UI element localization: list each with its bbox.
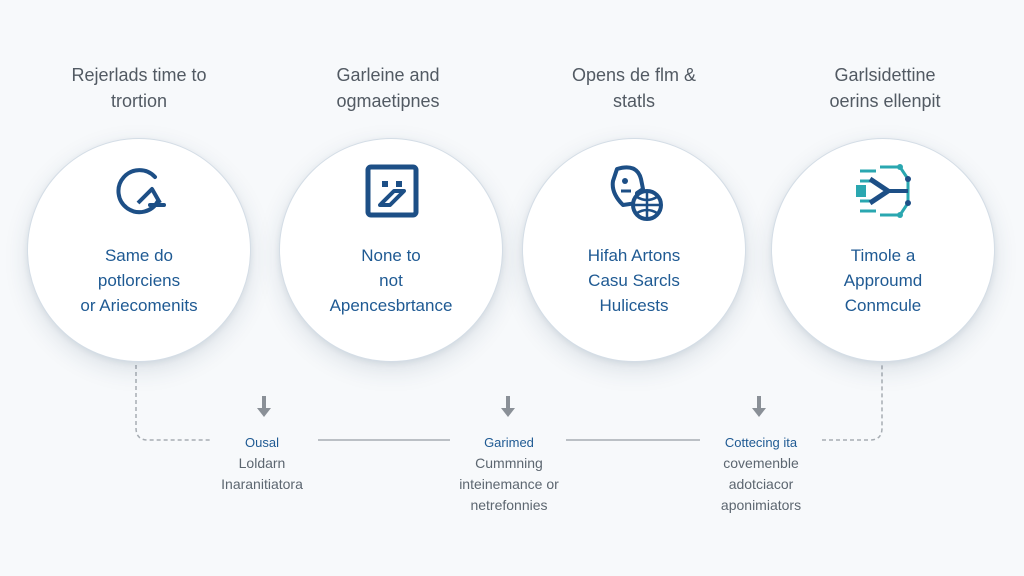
circular-arrow-icon xyxy=(116,168,166,215)
flow-note: Garimed Cummning inteinemance or netrefo… xyxy=(459,435,559,513)
flow-note: Cottecing ita covemenble adotciacor apon… xyxy=(720,435,802,513)
column-heading: Rejerlads time to trortion xyxy=(71,65,207,111)
down-arrow-icon xyxy=(257,396,271,417)
flow-note: Ousal Loldarn Inaranitiatora xyxy=(221,435,303,492)
step-label: Same do potlorciens or Ariecomenits xyxy=(80,246,198,315)
network-arrow-icon xyxy=(856,164,911,218)
column-heading: Garleine and ogmaetipnes xyxy=(336,65,440,111)
step-circle: None to not Apencesbrtance xyxy=(279,138,503,362)
step-label: None to not Apencesbrtance xyxy=(329,246,453,315)
step-circle: Timole a Approumd Conmcule xyxy=(771,138,995,362)
down-arrow-icon xyxy=(501,396,515,417)
connector-line-right xyxy=(822,365,883,441)
down-arrow-icon xyxy=(752,396,766,417)
column-heading: Garlsidettine oerins ellenpit xyxy=(829,65,941,111)
step-circle: Hifah Artons Casu Sarcls Hulicests xyxy=(522,138,746,362)
step-label: Timole a Approumd Conmcule xyxy=(843,246,923,315)
column-heading: Opens de flm & statls xyxy=(571,65,697,111)
step-label: Hifah Artons Casu Sarcls Hulicests xyxy=(587,246,681,315)
document-square-icon xyxy=(365,164,419,218)
profile-globe-icon xyxy=(610,165,663,221)
step-circle: Same do potlorciens or Ariecomenits xyxy=(27,138,251,362)
connector-line-left xyxy=(135,365,212,441)
